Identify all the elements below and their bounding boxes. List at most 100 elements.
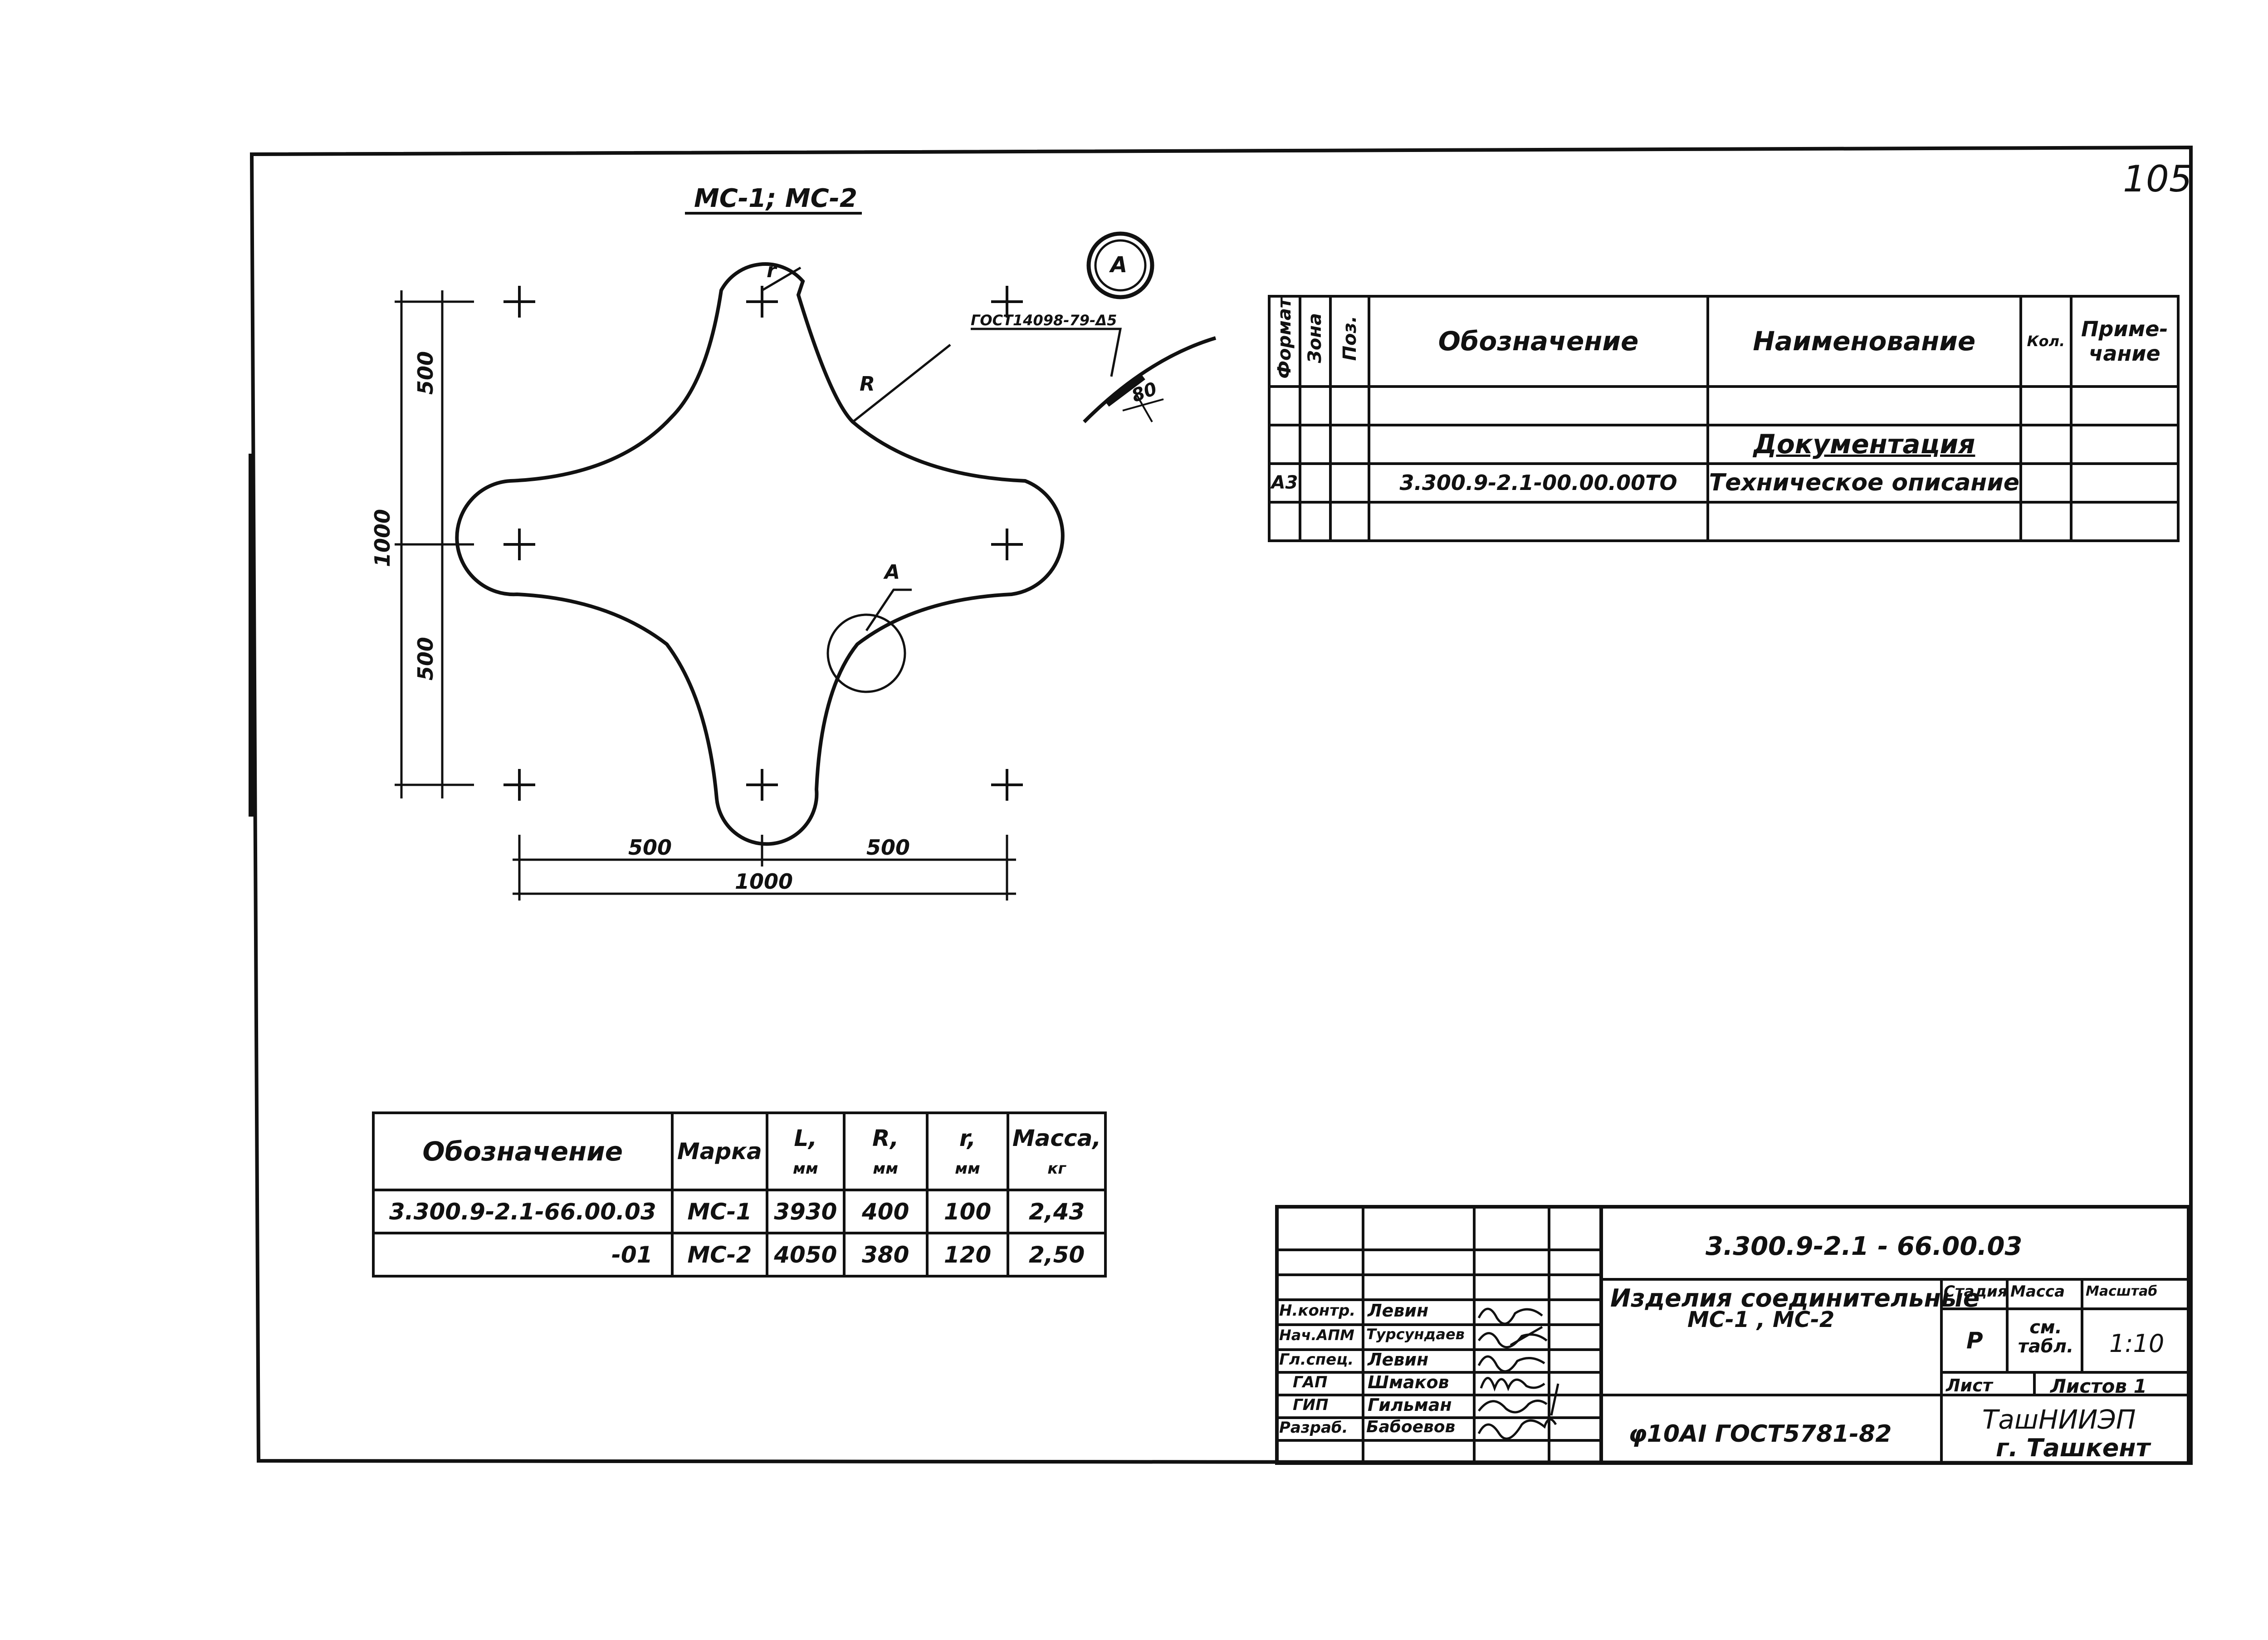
- detail-marker-inner: [1094, 239, 1147, 292]
- spec-document-row: А3 3.300.9-2.1-00.00.00ТО Техническое оп…: [1268, 462, 2180, 504]
- signature-icon: [1477, 1355, 1545, 1373]
- title-scale-label: Масштаб: [2086, 1283, 2158, 1299]
- title-product-name-1: Изделия соединительные: [1610, 1284, 1980, 1312]
- signature-icon: [1477, 1326, 1548, 1348]
- title-organization-2: г. Ташкент: [1996, 1434, 2151, 1462]
- person-role: Н.контр.: [1279, 1302, 1356, 1320]
- sheet-frame: [249, 145, 2193, 1465]
- dim-1000-horizontal: 1000: [735, 869, 793, 894]
- title-mass-label: Масса: [2010, 1283, 2065, 1301]
- weld-leader: [971, 328, 1122, 377]
- person-role: Нач.АПМ: [1279, 1327, 1354, 1344]
- detail-A-leader: [865, 588, 912, 632]
- variants-header-R: R,мм: [842, 1111, 929, 1191]
- variants-header-L: L,мм: [766, 1111, 846, 1191]
- spec-section-row: Документация: [1268, 423, 2180, 465]
- person-name: Шмаков: [1368, 1372, 1449, 1392]
- title-scale-value: 1:10: [2109, 1329, 2165, 1358]
- spec-header-pos: Поз.: [1329, 295, 1371, 388]
- spec-header-format: Формат: [1268, 295, 1301, 388]
- vertical-dimensions: [395, 290, 474, 798]
- spec-header-row: Формат Зона Поз. Обозначение Наименовани…: [1268, 295, 2180, 388]
- variants-header-row: Обозначение Марка L,мм R,мм r,мм Масса,к…: [372, 1111, 1107, 1191]
- person-name: Бабоевов: [1366, 1418, 1456, 1436]
- detail-A-circle: [826, 613, 906, 693]
- spec-header-note: Приме-чание: [2069, 295, 2180, 388]
- person-role: ГАП: [1293, 1373, 1328, 1391]
- signature-icon: [1477, 1307, 1543, 1325]
- spec-section-title: Документация: [1706, 423, 2023, 465]
- spec-table: Формат Зона Поз. Обозначение Наименовани…: [1268, 295, 2180, 542]
- variants-table: Обозначение Марка L,мм R,мм r,мм Масса,к…: [372, 1111, 1107, 1278]
- variants-row-R: 380: [842, 1232, 929, 1278]
- dim-500-left: 500: [628, 835, 672, 860]
- title-stage-label: Стадия: [1944, 1283, 2008, 1301]
- horizontal-dimensions: [513, 835, 1016, 901]
- signature-icon: [1478, 1383, 1559, 1416]
- variants-row: -01 МС-2 4050 380 120 2,50: [372, 1232, 1107, 1278]
- variants-row-L: 4050: [766, 1232, 846, 1278]
- person-name: Гильман: [1368, 1395, 1452, 1415]
- title-organization-1: ТашНИИЭП: [1982, 1404, 2136, 1435]
- detail-dim-lines: [1122, 390, 1164, 422]
- spec-empty-row-2: [1268, 500, 2180, 542]
- label-r-small: r: [767, 259, 777, 282]
- spec-empty-row: [1268, 385, 2180, 426]
- variants-row-mass: 2,43: [1007, 1189, 1107, 1234]
- page-number: 105: [2123, 158, 2192, 200]
- spec-header-designation: Обозначение: [1368, 295, 1709, 388]
- spec-header-zone: Зона: [1298, 295, 1332, 388]
- person-name: Турсундаев: [1366, 1326, 1465, 1343]
- variants-row-L: 3930: [766, 1189, 846, 1234]
- label-A: A: [885, 561, 900, 584]
- weld-note: ГОСТ14098-79-Δ5: [971, 312, 1117, 329]
- R-leader: [852, 344, 951, 423]
- detail-arc: [1083, 336, 1217, 423]
- weld-bead: [1105, 373, 1145, 407]
- spec-row-format: А3: [1268, 462, 1301, 504]
- variants-row: 3.300.9-2.1-66.00.03 МС-1 3930 400 100 2…: [372, 1189, 1107, 1234]
- title-sheet-label: Лист: [1946, 1376, 1993, 1395]
- variants-header-r: r,мм: [925, 1111, 1010, 1191]
- variants-row-designation: -01: [372, 1232, 674, 1278]
- variants-row-R: 400: [842, 1189, 929, 1234]
- spec-header-qty: Кол.: [2019, 295, 2072, 388]
- person-name: Левин: [1368, 1301, 1429, 1321]
- center-marks: [503, 286, 1023, 801]
- detail-marker-letter: А: [1110, 252, 1128, 278]
- variants-header-designation: Обозначение: [372, 1111, 674, 1191]
- title-doc-code: 3.300.9-2.1 - 66.00.03: [1706, 1232, 2023, 1261]
- title-mass-value: см. табл.: [2018, 1317, 2074, 1357]
- dim-500-right: 500: [866, 835, 910, 860]
- title-stage-value: Р: [1966, 1327, 1983, 1354]
- person-role: Разраб.: [1279, 1419, 1348, 1437]
- variants-row-mass: 2,50: [1007, 1232, 1107, 1278]
- variants-header-mass: Масса,кг: [1007, 1111, 1107, 1191]
- detail-marker-outer: [1086, 231, 1154, 299]
- spec-row-designation: 3.300.9-2.1-00.00.00ТО: [1368, 462, 1709, 504]
- variants-row-mark: МС-2: [670, 1232, 769, 1278]
- person-role: ГИП: [1293, 1396, 1329, 1414]
- signature-icon: [1480, 1377, 1545, 1392]
- r-leader: [761, 266, 802, 292]
- person-role: Гл.спец.: [1279, 1351, 1354, 1369]
- person-name: Левин: [1368, 1350, 1429, 1370]
- label-R: R: [860, 372, 875, 396]
- variants-row-designation: 3.300.9-2.1-66.00.03: [372, 1189, 674, 1234]
- variants-header-mark: Марка: [670, 1111, 769, 1191]
- title-product-name-2: МС-1 , МС-2: [1687, 1307, 1835, 1332]
- variants-row-r: 120: [925, 1232, 1010, 1278]
- title-sheets-label: Листов 1: [2050, 1375, 2147, 1397]
- spec-header-name: Наименование: [1706, 295, 2023, 388]
- spec-row-name: Техническое описание: [1706, 462, 2023, 504]
- title-material: φ10АI ГОСТ5781-82: [1628, 1420, 1892, 1448]
- variants-row-mark: МС-1: [670, 1189, 769, 1234]
- plate-outline: [455, 262, 1065, 846]
- drawing-title: МС-1; МС-2: [694, 184, 857, 213]
- variants-row-r: 100: [925, 1189, 1010, 1234]
- signature-icon: [1477, 1418, 1557, 1440]
